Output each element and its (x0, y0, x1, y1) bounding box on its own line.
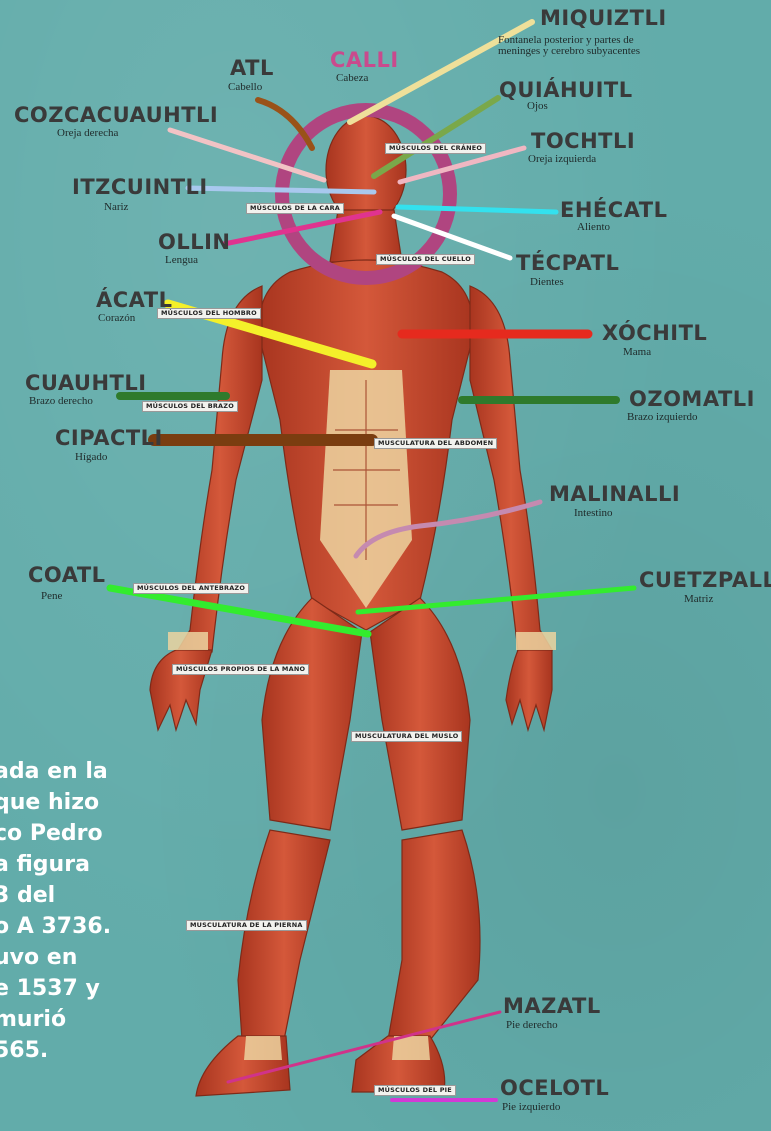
label-ehecatl-desc: Aliento (577, 222, 610, 234)
side-caption-line: murió (0, 1004, 111, 1035)
cozcacuauhtli-line (170, 130, 324, 180)
label-mazatl-name: MAZATL (503, 996, 601, 1017)
muscle-label-cuello: MÚSCULOS DEL CUELLO (376, 254, 475, 265)
muscle-label-antebrazo: MÚSCULOS DEL ANTEBRAZO (133, 583, 249, 594)
malinalli-line (356, 502, 540, 556)
label-tecpatl-name: TÉCPATL (516, 253, 619, 274)
side-caption-line: ada en la (0, 756, 111, 787)
label-ozomatli-desc: Brazo izquierdo (627, 412, 698, 424)
quiahuitl-line (374, 98, 498, 176)
label-xochitl-name: XÓCHITL (602, 323, 707, 344)
coatl-line (110, 588, 368, 634)
side-caption-line: uvo en (0, 942, 111, 973)
muscle-label-muslo: MUSCULATURA DEL MUSLO (351, 731, 462, 742)
muscle-label-pierna: MUSCULATURA DE LA PIERNA (186, 920, 307, 931)
side-caption-line: o A 3736. (0, 911, 111, 942)
ollin-line (224, 212, 380, 244)
muscle-label-brazo: MÚSCULOS DEL BRAZO (142, 401, 238, 412)
side-caption-line: co Pedro (0, 818, 111, 849)
tecpatl-line (394, 216, 510, 258)
label-malinalli-name: MALINALLI (549, 484, 680, 505)
label-acatl-desc: Corazón (98, 313, 135, 325)
itzcuintli-line (188, 188, 374, 192)
label-cuetzpallin-desc: Matriz (684, 594, 713, 606)
label-ocelotl-desc: Pie izquierdo (502, 1102, 560, 1114)
label-miquiztli-desc-2: meninges y cerebro subyacentes (498, 46, 640, 58)
label-quiahuitl-name: QUIÁHUITL (499, 80, 633, 101)
label-itzcuintli-name: ITZCUINTLI (72, 177, 208, 198)
label-cozcacuauhtli-name: COZCACUAUHTLI (14, 105, 218, 126)
label-cipactli-name: CIPACTLI (55, 428, 163, 449)
label-malinalli-desc: Intestino (574, 508, 613, 520)
label-calli-name: CALLI (330, 50, 399, 71)
ehecatl-line (398, 207, 556, 212)
label-xochitl-desc: Mama (623, 347, 651, 359)
muscle-label-pie: MÚSCULOS DEL PIE (374, 1085, 456, 1096)
label-tochtli-desc: Oreja izquierda (528, 154, 596, 166)
label-ehecatl-name: EHÉCATL (560, 200, 668, 221)
label-cipactli-desc: Hígado (75, 452, 107, 464)
side-caption-line: a figura (0, 849, 111, 880)
muscle-label-cara: MÚSCULOS DE LA CARA (246, 203, 344, 214)
label-ollin-desc: Lengua (165, 255, 198, 267)
label-cuetzpallin-name: CUETZPALLIN (639, 570, 771, 591)
label-miquiztli-name: MIQUIZTLI (540, 8, 667, 29)
cuetzpallin-line (358, 588, 634, 612)
label-cuauhtli-name: CUAUHTLI (25, 373, 147, 394)
label-coatl-desc: Pene (41, 591, 62, 603)
mazatl-line (228, 1012, 500, 1082)
muscle-label-abdomen: MUSCULATURA DEL ABDOMEN (374, 438, 497, 449)
muscle-label-craneo: MÚSCULOS DEL CRÁNEO (385, 143, 486, 154)
label-atl-name: ATL (230, 58, 274, 79)
label-coatl-name: COATL (28, 565, 106, 586)
muscle-label-mano: MÚSCULOS PROPIOS DE LA MANO (172, 664, 309, 675)
label-ocelotl-name: OCELOTL (500, 1078, 609, 1099)
label-quiahuitl-desc: Ojos (527, 101, 548, 113)
label-ozomatli-name: OZOMATLI (629, 389, 755, 410)
side-caption-line: 3 del (0, 880, 111, 911)
label-tecpatl-desc: Dientes (530, 277, 564, 289)
label-ollin-name: OLLIN (158, 232, 231, 253)
side-caption-line: que hizo (0, 787, 111, 818)
atl-line (258, 100, 312, 148)
label-tochtli-name: TOCHTLI (531, 131, 635, 152)
label-mazatl-desc: Pie derecho (506, 1020, 558, 1032)
label-calli-desc: Cabeza (336, 73, 368, 85)
label-acatl-name: ÁCATL (96, 290, 173, 311)
side-caption-line: 565. (0, 1035, 111, 1066)
side-caption-line: e 1537 y (0, 973, 111, 1004)
label-cuauhtli-desc: Brazo derecho (29, 396, 93, 408)
label-cozcacuauhtli-desc: Oreja derecha (57, 128, 118, 140)
label-itzcuintli-desc: Nariz (104, 202, 128, 214)
side-caption: ada en la que hizo co Pedro a figura 3 d… (0, 756, 111, 1066)
label-atl-desc: Cabello (228, 82, 262, 94)
